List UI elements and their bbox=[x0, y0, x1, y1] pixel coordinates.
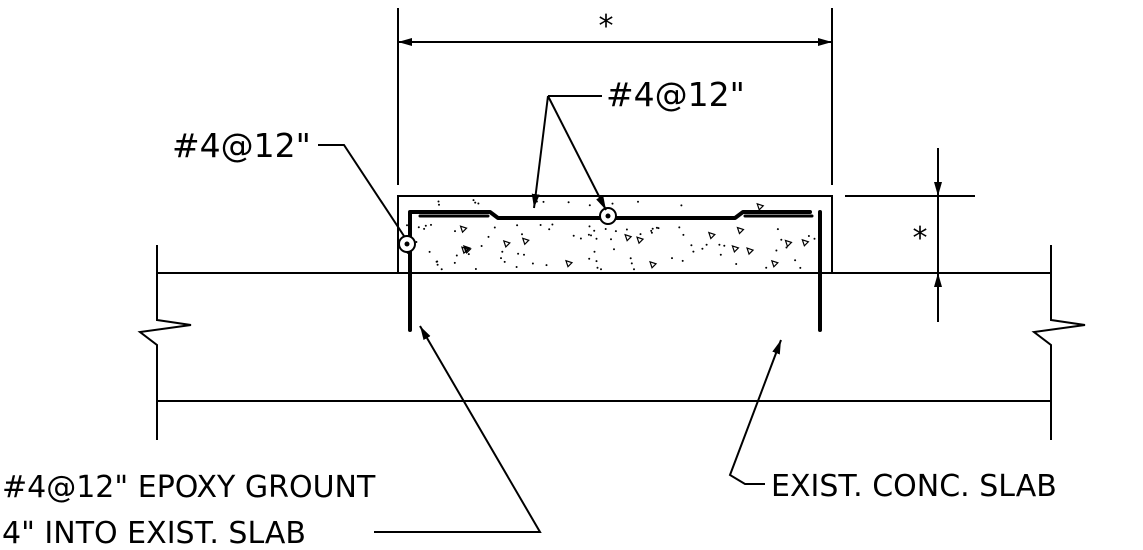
topping-outline bbox=[397, 195, 833, 274]
top-dimension bbox=[397, 8, 833, 185]
slab-note-leader bbox=[728, 339, 782, 485]
right-dimension-text: * bbox=[913, 221, 928, 256]
right-break-line bbox=[1031, 245, 1086, 440]
top-dimension-text: * bbox=[599, 9, 614, 44]
left-bar-callout: #4@12" bbox=[172, 126, 311, 165]
top-callout-leader-b bbox=[547, 95, 607, 211]
leaders bbox=[318, 95, 782, 533]
right-dimension bbox=[845, 148, 975, 322]
new-topping bbox=[397, 195, 833, 274]
dowel-note-line1: #4@12" EPOXY GROUNT bbox=[2, 470, 376, 505]
left-bar-section bbox=[398, 235, 416, 253]
top-callout-leader-a bbox=[531, 95, 549, 209]
concrete-stipple bbox=[406, 199, 816, 271]
left-break-line bbox=[137, 245, 192, 440]
left-callout-leader bbox=[318, 144, 405, 237]
dowel-note-line2: 4" INTO EXIST. SLAB bbox=[2, 516, 306, 550]
top-bar-section bbox=[599, 207, 617, 225]
existing-slab bbox=[137, 245, 1086, 440]
slab-note: EXIST. CONC. SLAB bbox=[771, 469, 1057, 504]
top-bar-callout: #4@12" bbox=[606, 75, 745, 114]
reinforcement bbox=[398, 207, 822, 332]
dowel-note-leader bbox=[374, 325, 542, 533]
